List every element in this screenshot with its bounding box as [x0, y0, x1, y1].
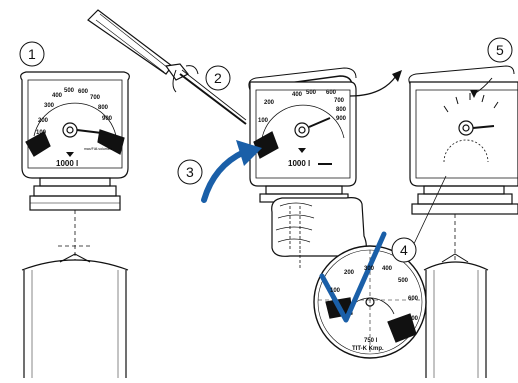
gauge1-capacity: 1000 l: [56, 159, 78, 168]
gauge2-tick-100: 100: [258, 118, 269, 124]
gauge2-tick-400: 400: [292, 92, 303, 98]
dial-tick-400: 400: [382, 266, 393, 272]
gauge1-tick-500: 500: [64, 88, 75, 94]
step-2-label: 2: [214, 70, 222, 86]
step-3-marker: 3: [177, 159, 203, 185]
gauge2-tick-200: 200: [264, 100, 275, 106]
gauge1-tick-100: 100: [36, 130, 47, 136]
push-arrow: [201, 140, 262, 203]
gauge2-tick-700: 700: [334, 98, 345, 104]
right-unit: [408, 65, 518, 378]
step-markers: 1 2 3 4 5: [19, 37, 513, 263]
gauge1-small-print: max/Füll-volumen: [84, 147, 112, 151]
step-2-marker: 2: [205, 65, 231, 91]
dial-capacity: 750 l: [364, 338, 378, 344]
gauge1-tick-300: 300: [44, 103, 55, 109]
dial-tick-200: 200: [344, 270, 355, 276]
gauge1-tick-700: 700: [90, 95, 101, 101]
step-3-label: 3: [186, 164, 194, 180]
gauge1-tick-200: 200: [38, 118, 49, 124]
dial-tick-300: 300: [364, 266, 375, 272]
gauge2-scale: 400 500 600 700 800 900 200 100 1000 l: [258, 90, 347, 168]
gauge2-tick-500: 500: [306, 90, 317, 96]
step-5-marker: 5: [487, 37, 513, 63]
gauge1-tick-800: 800: [98, 105, 109, 111]
step-1-marker: 1: [19, 41, 45, 67]
dial-detail: [313, 245, 427, 359]
gauge2-tick-600: 600: [326, 90, 337, 96]
gauge1-tick-900: 900: [102, 116, 113, 122]
dial-tick-700: 700: [408, 316, 419, 322]
dial-tick-100: 100: [330, 288, 341, 294]
dial-model: TIT-K Kmp.: [352, 346, 384, 352]
gauge2-tick-800: 800: [336, 107, 347, 113]
step-1-label: 1: [28, 46, 36, 62]
dial-scale: 100 200 300 400 500 600 700 750 l TIT-K …: [330, 266, 419, 352]
step-5-label: 5: [496, 42, 504, 58]
gauge2-tick-900: 900: [336, 116, 347, 122]
middle-unit: [248, 67, 402, 268]
step-4-label: 4: [400, 242, 408, 258]
left-unit: [20, 71, 130, 378]
gauge2-capacity: 1000 l: [288, 159, 310, 168]
gauge1-scale: 100 200 300 400 500 600 700 800 900 max/…: [36, 88, 113, 168]
step-4-marker: 4: [391, 237, 417, 263]
dial-tick-600: 600: [408, 296, 419, 302]
gauge1-tick-400: 400: [52, 93, 63, 99]
gauge1-tick-600: 600: [78, 89, 89, 95]
check-mark-icon: [319, 231, 387, 323]
dial-tick-500: 500: [398, 278, 409, 284]
screwdriver-illustration: [87, 9, 247, 125]
